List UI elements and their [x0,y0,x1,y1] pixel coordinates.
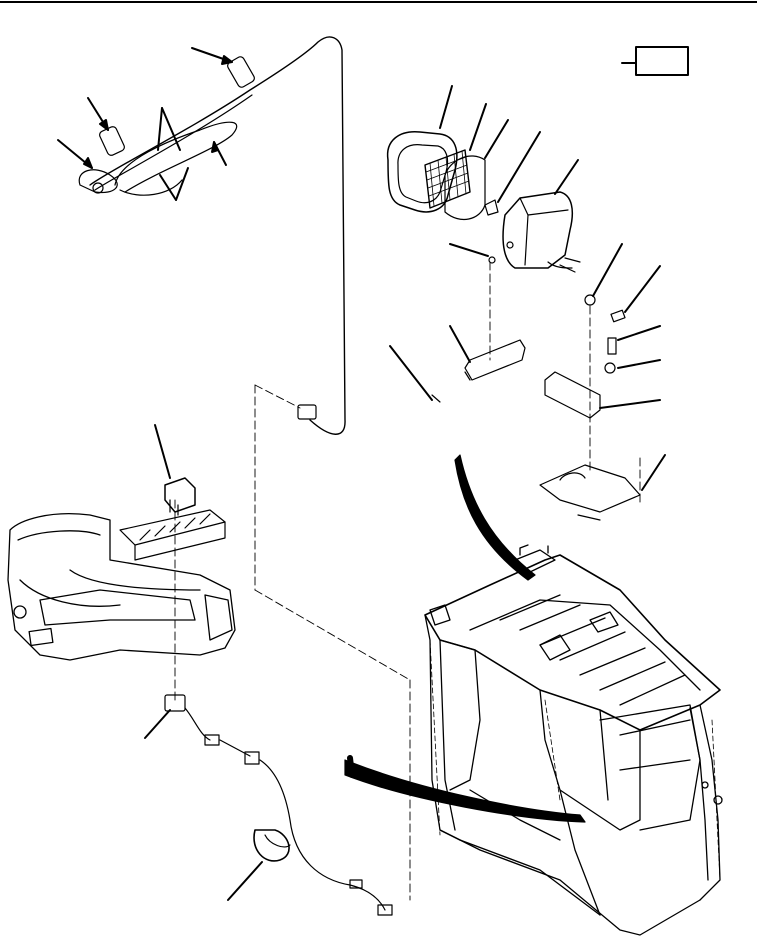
alignment-lines [174,261,641,901]
lens-grille [424,149,471,209]
leader-arrows-work-light [144,85,666,901]
console-panel [7,513,236,661]
mounting-brackets [431,339,601,419]
work-light-assembly [386,131,626,374]
lower-switch-connector [164,694,186,712]
harness-clip [227,56,255,88]
cab-frame [424,544,723,936]
upper-wiring-harness [78,36,346,435]
roof-mount-base [539,464,641,521]
leader-arrows-upper-left [57,47,233,201]
switch-panel [119,509,226,561]
swoosh-arrow-lower [344,759,586,823]
light-housing [502,191,573,269]
cab-dashed-edges [429,639,721,881]
harness-clip-left [99,126,125,156]
rocker-switch [164,477,196,516]
frame-corner-icon [621,46,689,76]
harness-connector [297,404,317,420]
swoosh-arrow-upper [454,454,536,581]
lower-wiring-harness [164,694,393,916]
